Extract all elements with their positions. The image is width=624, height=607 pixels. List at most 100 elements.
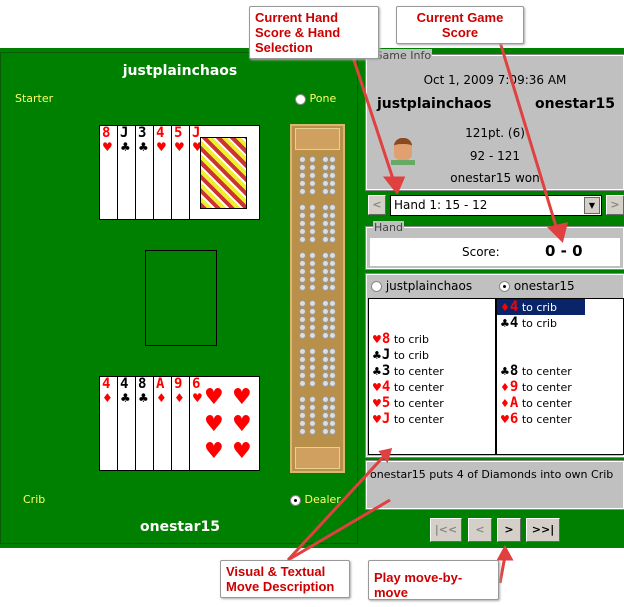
- next-move-button[interactable]: >: [497, 518, 521, 542]
- peg-hole: [299, 308, 306, 315]
- pone-indicator: Pone: [295, 92, 336, 105]
- arrowhead: [547, 221, 569, 243]
- move-rank: 4: [381, 379, 391, 395]
- callout-hand-score: Current Hand Score & Hand Selection: [249, 6, 379, 59]
- peg-hole: [322, 284, 329, 291]
- move-rank: 9: [509, 379, 519, 395]
- arrow-to-move-list: [286, 453, 387, 562]
- move-list-item[interactable]: ♥5 to center: [369, 395, 495, 411]
- peg-hole: [329, 164, 336, 171]
- card-rank: 3: [138, 125, 147, 141]
- peg-hole: [329, 212, 336, 219]
- crib-slot: [145, 250, 217, 346]
- move-text: to center: [393, 413, 444, 426]
- peg-hole: [309, 420, 316, 427]
- suit-icon: ♦: [500, 397, 510, 410]
- peg-hole: [329, 228, 336, 235]
- card-rank: J: [120, 125, 129, 141]
- peg-hole: [309, 252, 316, 259]
- peg-hole: [299, 284, 306, 291]
- peg-hole: [299, 164, 306, 171]
- peg-hole: [329, 180, 336, 187]
- move-list-item[interactable]: ♦9 to center: [497, 379, 623, 395]
- hand-score-label: Score:: [462, 245, 500, 259]
- card-rank: 5: [174, 125, 183, 141]
- peg-hole: [309, 348, 316, 355]
- move-list-item[interactable]: ♣4 to crib: [497, 315, 623, 331]
- peg-hole: [322, 156, 329, 163]
- peg-hole: [322, 212, 329, 219]
- suit-icon: ♥: [500, 413, 510, 426]
- peg-hole: [322, 172, 329, 179]
- move-text: to center: [521, 397, 572, 410]
- card-suit-icon: ♥: [102, 140, 113, 154]
- peg-hole: [329, 412, 336, 419]
- hand-score-value: 0 - 0: [545, 242, 583, 260]
- move-text: to center: [521, 365, 572, 378]
- card-rank: 9: [174, 376, 183, 392]
- peg-hole: [299, 412, 306, 419]
- move-description-panel: onestar15 puts 4 of Diamonds into own Cr…: [365, 460, 624, 510]
- peg-holes: [299, 156, 339, 435]
- peg-hole: [309, 164, 316, 171]
- peg-hole: [322, 356, 329, 363]
- playing-card: J♥: [189, 125, 260, 220]
- peg-hole: [329, 156, 336, 163]
- hand-panel: Hand Score: 0 - 0: [365, 221, 624, 270]
- move-list-item[interactable]: ♣8 to center: [497, 363, 623, 379]
- peg-hole: [309, 204, 316, 211]
- peg-hole: [309, 380, 316, 387]
- peg-hole: [322, 276, 329, 283]
- player1-radio-option[interactable]: justplainchaos: [371, 279, 472, 293]
- game-result: onestar15 won: [450, 171, 540, 185]
- peg-hole: [329, 220, 336, 227]
- crib-label: Crib: [23, 493, 46, 506]
- chevron-down-icon[interactable]: ▼: [584, 197, 600, 214]
- card-rank: 8: [138, 376, 147, 392]
- peg-hole: [322, 308, 329, 315]
- right-panel: Game Info Oct 1, 2009 7:09:36 AM justpla…: [364, 0, 624, 607]
- card-rank: A: [156, 376, 165, 392]
- peg-hole: [309, 396, 316, 403]
- card-suit-icon: ♦: [156, 391, 167, 405]
- card-suit-icon: ♦: [174, 391, 185, 405]
- move-list-item[interactable]: ♥8 to crib: [369, 331, 495, 347]
- move-list-item[interactable]: ♣3 to center: [369, 363, 495, 379]
- hand-prev-button[interactable]: <: [368, 195, 386, 215]
- prev-move-button[interactable]: <: [468, 518, 492, 542]
- peg-hole: [329, 284, 336, 291]
- peg-hole: [322, 412, 329, 419]
- player2-radio-option[interactable]: onestar15: [499, 279, 575, 293]
- peg-hole: [299, 180, 306, 187]
- peg-hole: [299, 300, 306, 307]
- peg-hole: [322, 268, 329, 275]
- move-list-item[interactable]: ♥6 to center: [497, 411, 623, 427]
- move-rank: 8: [509, 363, 519, 379]
- move-list-item[interactable]: ♣J to crib: [369, 347, 495, 363]
- peg-hole: [329, 364, 336, 371]
- move-list-item[interactable]: ♥J to center: [369, 411, 495, 427]
- last-move-button[interactable]: >>|: [526, 518, 560, 542]
- peg-hole: [322, 236, 329, 243]
- move-list-item[interactable]: ♦4 to crib: [497, 299, 585, 315]
- move-rank: 8: [381, 331, 391, 347]
- card-rank: 4: [102, 376, 111, 392]
- peg-hole: [299, 420, 306, 427]
- suit-icon: ♦: [500, 301, 510, 314]
- peg-hole: [322, 396, 329, 403]
- move-list-item[interactable]: ♥4 to center: [369, 379, 495, 395]
- peg-hole: [299, 236, 306, 243]
- suit-icon: ♥: [372, 333, 382, 346]
- player2-move-list[interactable]: ♦4 to crib♣4 to crib♣8 to center♦9 to ce…: [496, 298, 624, 455]
- player1-move-list[interactable]: ♥8 to crib♣J to crib♣3 to center♥4 to ce…: [368, 298, 496, 455]
- peg-hole: [322, 372, 329, 379]
- arrowhead: [378, 447, 393, 464]
- callout-move-description: Visual & Textual Move Description: [220, 560, 350, 598]
- peg-hole: [309, 372, 316, 379]
- peg-hole: [329, 404, 336, 411]
- first-move-button[interactable]: |<<: [430, 518, 462, 542]
- card-suit-icon: ♥: [192, 140, 203, 154]
- peg-hole: [309, 300, 316, 307]
- move-list-item[interactable]: ♦A to center: [497, 395, 623, 411]
